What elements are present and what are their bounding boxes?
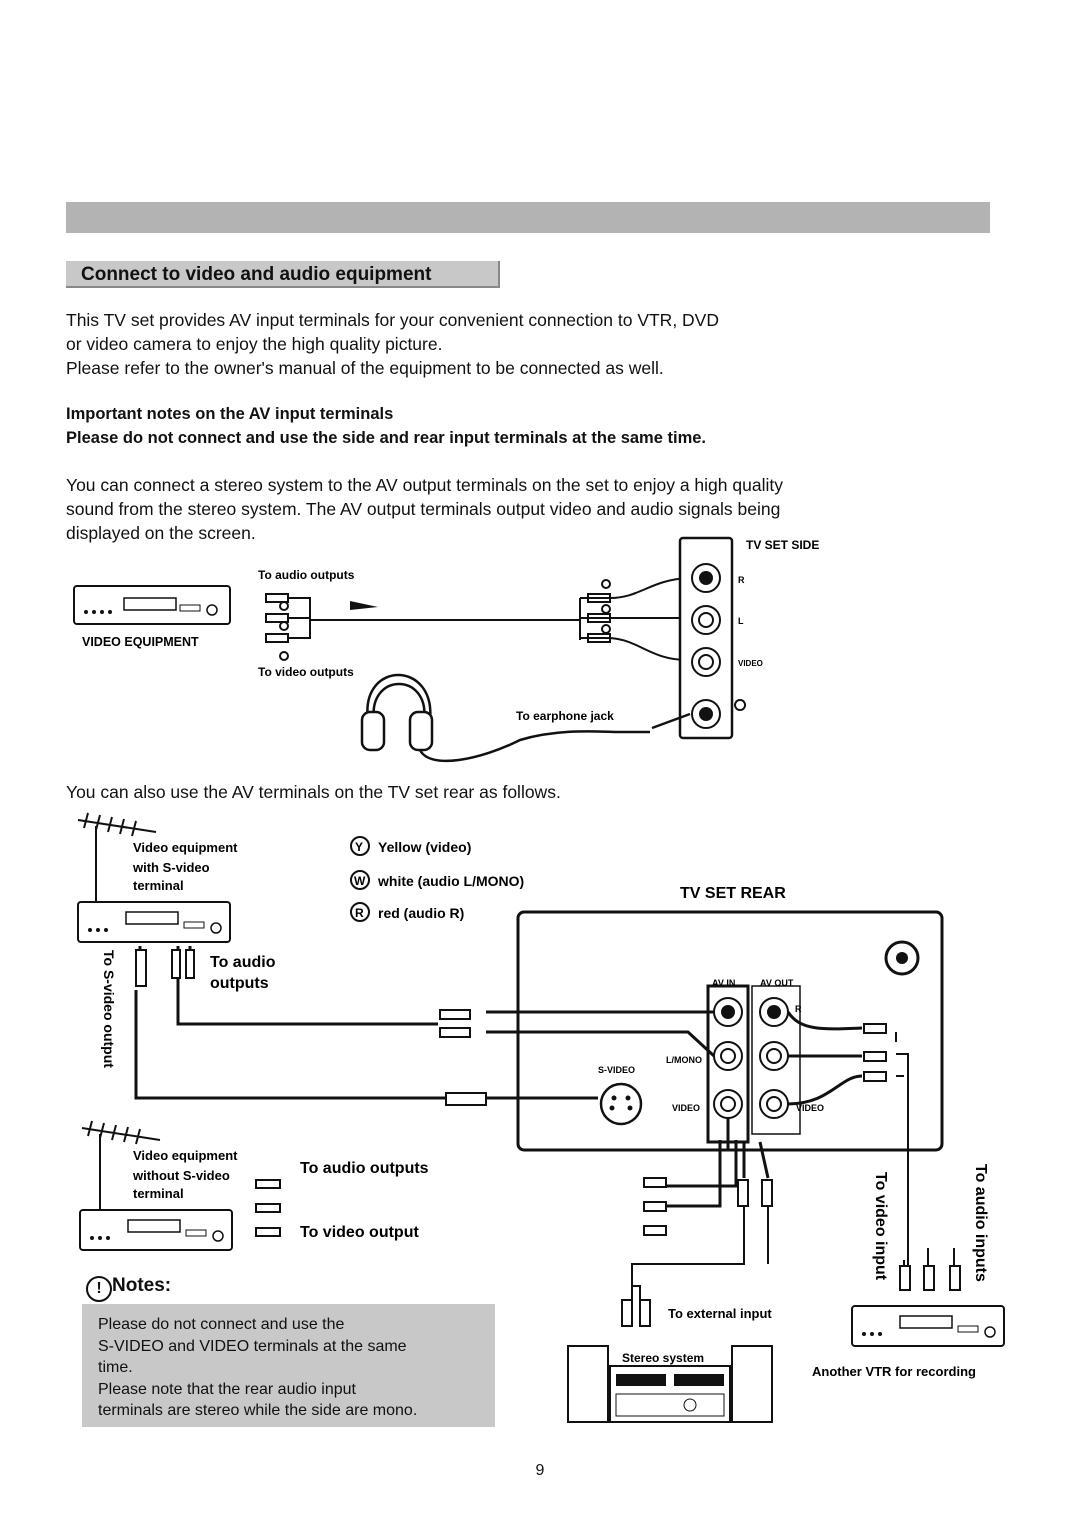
notes-icon: ! bbox=[86, 1276, 112, 1302]
to-video-input-label: To video input bbox=[872, 1172, 889, 1281]
video-equipment-without-label: Video equipment bbox=[133, 1148, 238, 1163]
stereo-text: You can connect a stereo system to the A… bbox=[66, 473, 783, 545]
tv-side-panel bbox=[678, 536, 734, 740]
to-video-outputs-label: To video outputs bbox=[258, 665, 354, 679]
rear-plugs bbox=[135, 949, 887, 1236]
legend-yellow: Yellow (video) bbox=[378, 839, 471, 855]
without-svideo-label: without S-video bbox=[132, 1168, 230, 1183]
legend: Y W R bbox=[350, 836, 370, 922]
white-badge-icon bbox=[350, 870, 370, 890]
legend-white: white (audio L/MONO) bbox=[377, 873, 524, 889]
svideo-label: S-VIDEO bbox=[598, 1065, 635, 1075]
headphones-icon bbox=[360, 673, 691, 763]
to-audio-label: To audio bbox=[210, 954, 276, 971]
earphone-icon bbox=[734, 699, 747, 711]
rear-r-label: R bbox=[795, 1004, 802, 1014]
antenna-icon bbox=[81, 1120, 161, 1210]
yellow-badge-icon bbox=[350, 836, 370, 856]
to-svideo-output-label: To S-video output bbox=[101, 950, 117, 1068]
important-warning: Please do not connect and use the side a… bbox=[66, 429, 707, 447]
av-in-label: AV IN bbox=[712, 978, 735, 988]
av-out-label: AV OUT bbox=[760, 978, 794, 988]
svg-text:R: R bbox=[355, 906, 364, 920]
tv-plugs bbox=[587, 577, 689, 661]
important-heading: Important notes on the AV input terminal… bbox=[66, 405, 394, 423]
legend-red: red (audio R) bbox=[378, 905, 464, 921]
l-label: L bbox=[738, 616, 744, 626]
to-video-output-label: To video output bbox=[300, 1224, 419, 1241]
stereo-system-device bbox=[567, 1345, 773, 1423]
video-equipment-label: VIDEO EQUIPMENT bbox=[82, 635, 199, 649]
svg-text:Y: Y bbox=[355, 840, 363, 854]
arrow-icon bbox=[350, 601, 378, 610]
stereo-line: sound from the stereo system. The AV out… bbox=[66, 499, 781, 519]
svg-text:W: W bbox=[354, 874, 366, 888]
video-label: VIDEO bbox=[738, 659, 763, 668]
bottom-source-plugs bbox=[255, 1179, 281, 1237]
to-external-input-label: To external input bbox=[668, 1306, 772, 1321]
antenna-icon bbox=[77, 812, 157, 902]
vtr-plugs bbox=[899, 1265, 961, 1291]
video-in-label: VIDEO bbox=[672, 1103, 700, 1113]
with-svideo-label: with S-video bbox=[132, 860, 210, 875]
intro-text: This TV set provides AV input terminals … bbox=[66, 308, 719, 380]
notes-text: Please note that the rear audio input te… bbox=[98, 1380, 418, 1420]
stereo-plugs bbox=[621, 1299, 651, 1327]
lmono-label: L/MONO bbox=[666, 1055, 702, 1065]
terminal2-label: terminal bbox=[133, 1186, 184, 1201]
stereo-line: displayed on the screen. bbox=[66, 523, 256, 543]
outputs-label: outputs bbox=[210, 975, 269, 992]
to-earphone-jack-label: To earphone jack bbox=[516, 709, 614, 723]
page-number: 9 bbox=[535, 1462, 545, 1479]
another-vtr-device bbox=[851, 1305, 1005, 1347]
another-vtr-label: Another VTR for recording bbox=[812, 1364, 976, 1379]
notes-text: Please do not connect and use the S-VIDE… bbox=[98, 1316, 407, 1376]
video-equipment-device bbox=[73, 585, 231, 625]
tv-rear-panel bbox=[516, 910, 944, 1152]
source-plugs bbox=[265, 593, 610, 661]
to-audio-outputs-label: To audio outputs bbox=[258, 568, 355, 582]
tv-set-rear-label: TV SET REAR bbox=[680, 885, 786, 902]
to-audio-outputs-rear-label: To audio outputs bbox=[300, 1160, 429, 1177]
intro-line: or video camera to enjoy the high qualit… bbox=[66, 334, 443, 354]
vcr-with-svideo bbox=[77, 901, 231, 943]
video-equipment-with-label: Video equipment bbox=[133, 840, 238, 855]
stereo-line: You can connect a stereo system to the A… bbox=[66, 475, 783, 495]
r-label: R bbox=[738, 575, 745, 585]
section-title: Connect to video and audio equipment bbox=[66, 261, 500, 288]
stereo-cables bbox=[631, 1206, 769, 1300]
vcr-without-svideo bbox=[79, 1209, 233, 1251]
notes-box: Please do not connect and use the S-VIDE… bbox=[82, 1304, 495, 1427]
header-bar bbox=[66, 202, 990, 233]
important-notes: Important notes on the AV input terminal… bbox=[66, 402, 706, 450]
video-out-label: VIDEO bbox=[796, 1103, 824, 1113]
intro-line: This TV set provides AV input terminals … bbox=[66, 310, 719, 330]
notes-title: Notes: bbox=[112, 1275, 172, 1296]
terminal-label: terminal bbox=[133, 878, 184, 893]
red-badge-icon bbox=[350, 902, 370, 922]
stereo-system-label: Stereo system bbox=[622, 1351, 704, 1365]
intro-line: Please refer to the owner's manual of th… bbox=[66, 358, 664, 378]
to-audio-inputs-label: To audio inputs bbox=[972, 1164, 989, 1282]
tv-set-side-label: TV SET SIDE bbox=[746, 538, 819, 552]
svideo-port bbox=[599, 1082, 643, 1126]
rear-intro: You can also use the AV terminals on the… bbox=[66, 782, 561, 802]
